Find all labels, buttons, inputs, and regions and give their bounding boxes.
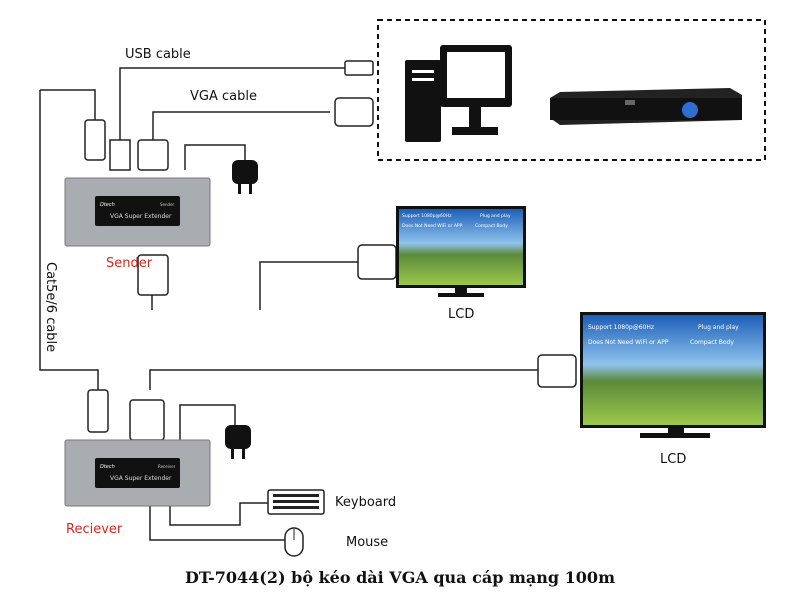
cables [39,67,540,541]
brand-text: Dtech [100,202,115,208]
vga-plug-icon [137,254,169,296]
svg-text:Compact Body: Compact Body [690,339,734,346]
vga-plug-icon [137,139,169,171]
dvr-icon [550,88,742,125]
receiver-label: Reciever [66,522,123,537]
power-plug-icon [232,160,258,194]
keyboard-icon [267,489,325,515]
lcd-monitor-2: Support 1080p@60Hz Plug and play Does No… [580,312,766,438]
sender-label: Sender [106,256,153,271]
lcd-monitor-1: Support 1080p@60Hz Plug and play Does No… [396,206,526,297]
vga-plug-icon [129,399,165,441]
product-text: VGA Super Extender [110,475,172,482]
keyboard-label: Keyboard [335,495,397,510]
sender-tag: Sender [160,202,175,207]
receiver-device: Dtech Receiver VGA Super Extender [64,439,211,507]
usb-plug-icon [109,139,131,171]
brand-text: Dtech [100,464,115,470]
vga-plug-icon [334,97,374,127]
mouse-icon [284,527,304,557]
pc-icon [405,45,512,142]
source-group-box [377,19,766,161]
usb-cable-label: USB cable [125,47,191,62]
vga-plug-icon [537,354,577,388]
svg-text:Plug and play: Plug and play [698,324,739,331]
usb-plug-icon [344,60,374,76]
cat-cable-label: Cat5e/6 cable [43,262,58,353]
svg-text:Does Not Need WiFi or APP: Does Not Need WiFi or APP [588,339,669,346]
sender-device: Dtech Sender VGA Super Extender [64,177,211,247]
product-text: VGA Super Extender [110,213,172,220]
diagram-title: DT-7044(2) bộ kéo dài VGA qua cáp mạng 1… [185,568,615,587]
power-plug-icon [225,425,251,459]
receiver-tag: Receiver [158,464,176,469]
svg-text:Compact Body: Compact Body [475,223,508,229]
vga-plug-icon [357,244,397,280]
svg-text:Support 1080p@60Hz: Support 1080p@60Hz [588,324,654,331]
svg-text:Support 1080p@60Hz: Support 1080p@60Hz [402,213,452,219]
lcd1-label: LCD [448,307,475,322]
mouse-label: Mouse [346,535,389,550]
svg-text:Plug and play: Plug and play [480,213,511,219]
lcd2-label: LCD [660,452,687,467]
rj45-plug-icon [84,119,106,161]
rj45-plug-icon [87,389,109,433]
svg-text:Does Not Need WiFi or APP: Does Not Need WiFi or APP [402,223,463,229]
vga-cable-label: VGA cable [190,89,257,104]
